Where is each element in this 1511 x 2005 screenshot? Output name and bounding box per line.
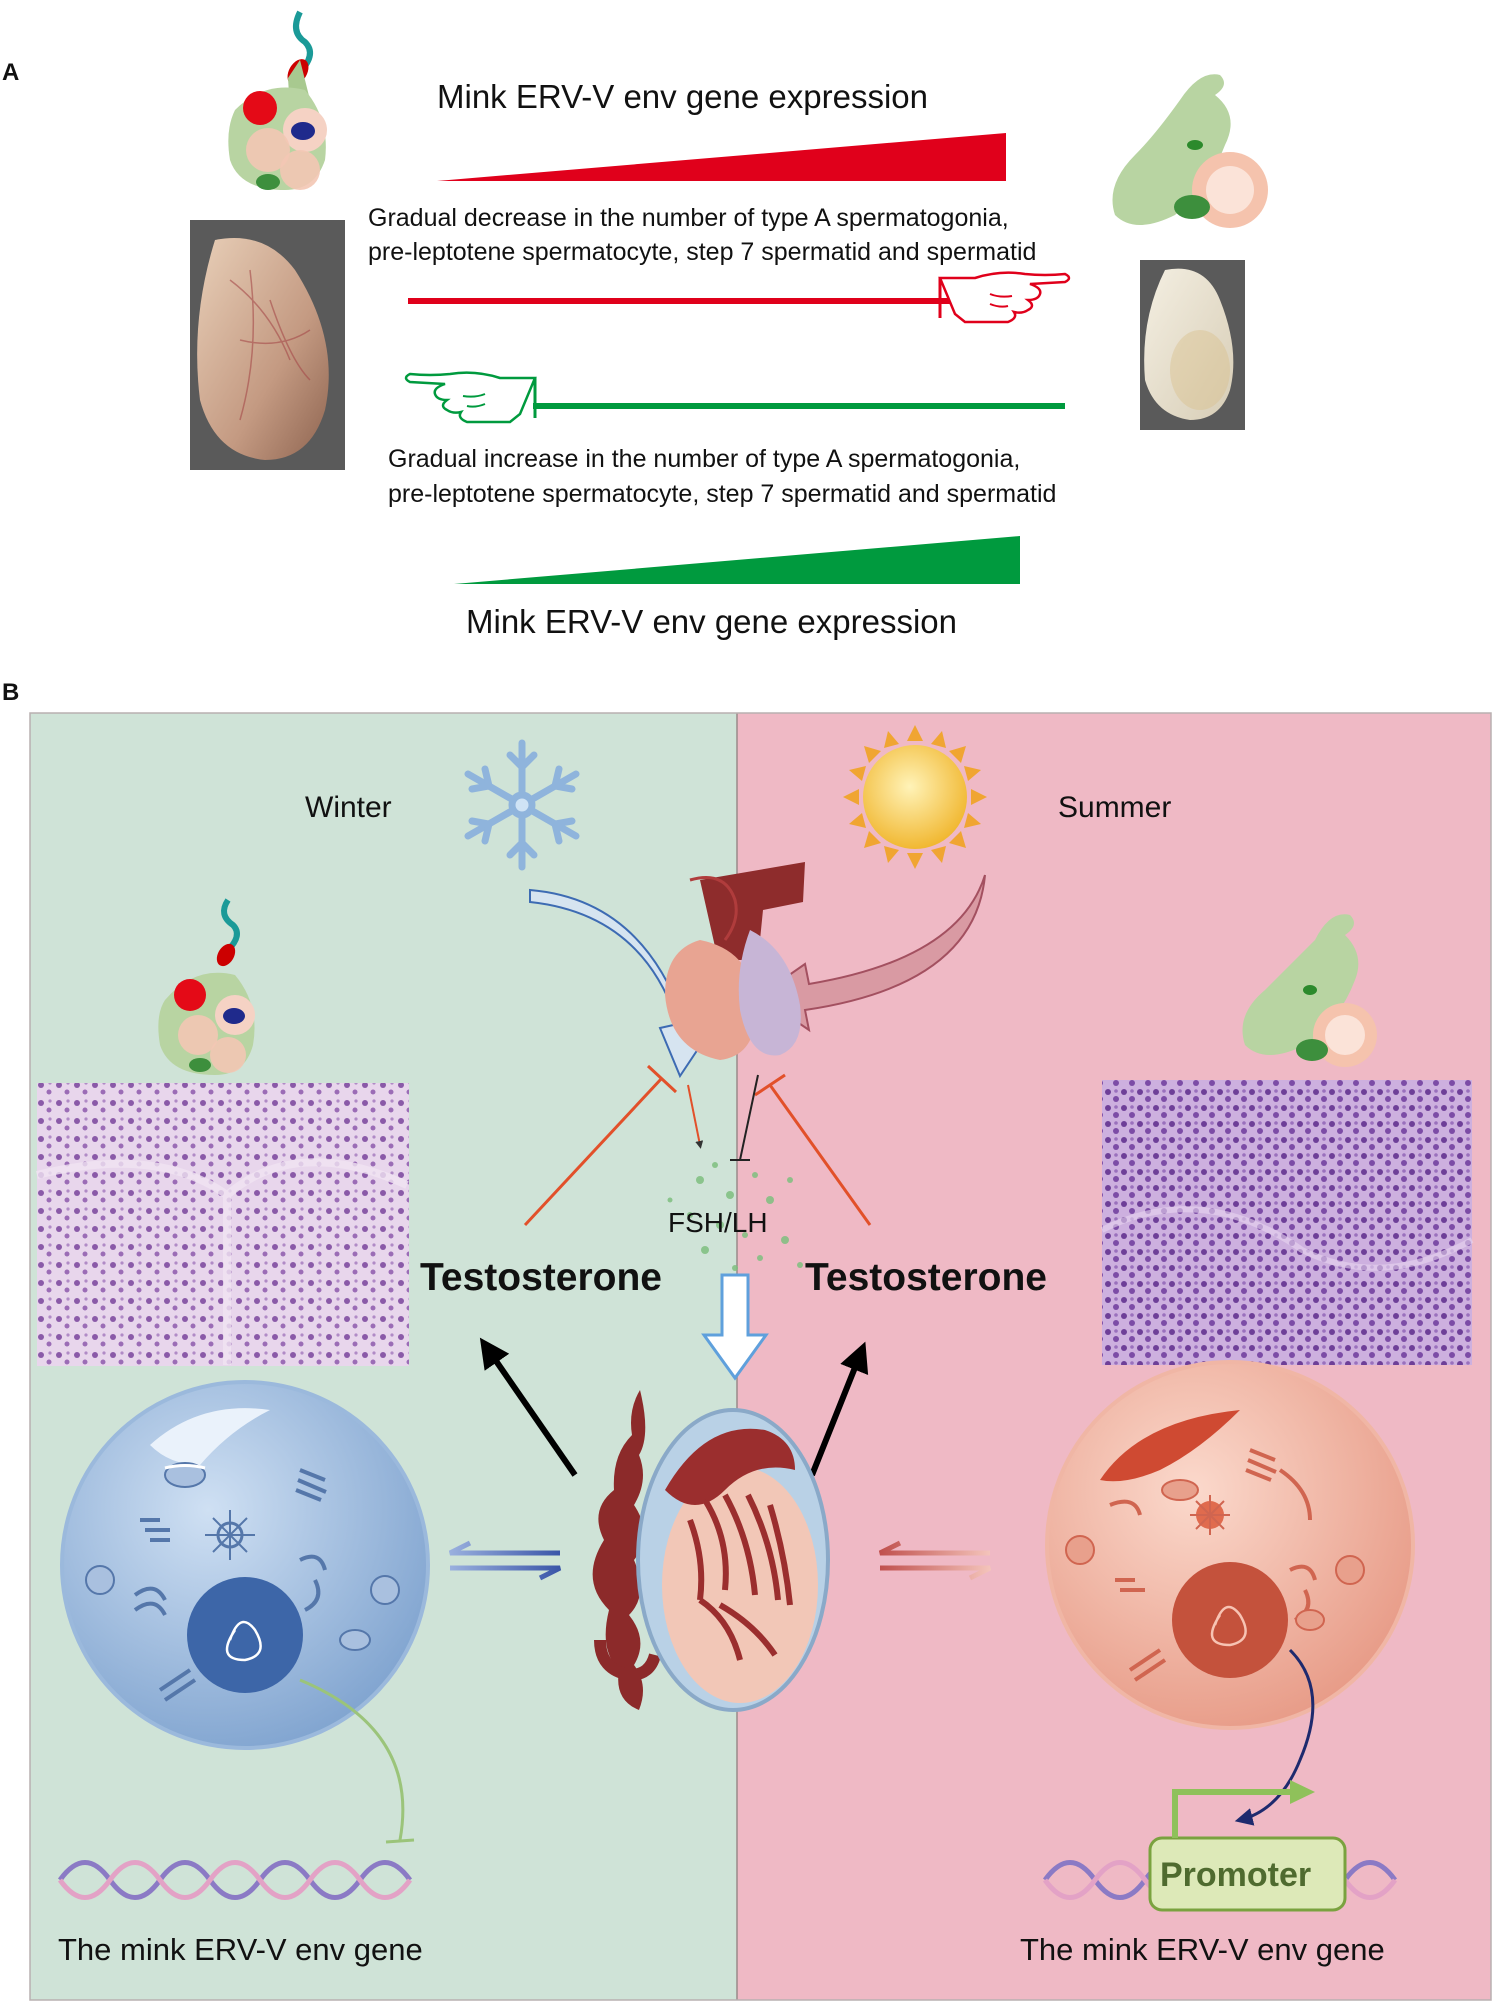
decrease-text-line1: Gradual decrease in the number of type A… — [368, 204, 1009, 232]
red-trend-line — [408, 298, 953, 304]
testis-photo-summer — [1140, 260, 1245, 430]
pituitary-icon — [665, 862, 805, 1060]
testosterone-arrow-right — [809, 1341, 869, 1477]
germ-cell-summer-icon — [1112, 74, 1268, 228]
hormone-down-arrow — [701, 1273, 769, 1381]
inhibition-lines — [523, 1064, 872, 1227]
winter-input-arrow — [529, 888, 711, 1079]
gene-label-summer: The mink ERV-V env gene — [1020, 1932, 1385, 1967]
sun-icon — [843, 725, 987, 869]
summer-activation-curve — [1234, 1648, 1315, 1826]
hormone-particles — [667, 1162, 803, 1271]
winter-inhibition-curve — [299, 1678, 405, 1841]
panel-b-label: B — [2, 679, 19, 706]
testis-icon — [592, 1390, 830, 1712]
promoter-box — [1148, 1836, 1347, 1912]
winter-label: Winter — [305, 791, 392, 824]
cell-summer-icon — [1045, 1360, 1415, 1730]
bottom-expression-heading: Mink ERV-V env gene expression — [466, 603, 957, 640]
increase-text-line2: pre-leptotene spermatocyte, step 7 sperm… — [388, 480, 1056, 508]
dna-helix-icon-winter — [57, 1860, 413, 1900]
cell-winter-icon — [60, 1380, 430, 1750]
winter-equilibrium-arrows — [448, 1540, 562, 1581]
hand-pointing-right-icon — [938, 271, 1071, 324]
panel-b: B Winter Summer — [2, 679, 1492, 2001]
lh-inhibition — [730, 1074, 759, 1161]
summer-equilibrium-arrows — [878, 1540, 992, 1581]
fsh-release-arrow — [687, 1084, 704, 1149]
panel-a: A Mink ERV-V env gene expression Gradual… — [2, 10, 1268, 640]
top-expression-heading: Mink ERV-V env gene expression — [437, 78, 928, 115]
hormone-label: FSH/LH — [668, 1207, 768, 1238]
germ-cell-summer-b-icon — [1242, 914, 1377, 1067]
expression-increase-wedge-green — [454, 536, 1020, 584]
promoter-label: Promoter — [1160, 1856, 1311, 1894]
panel-a-label: A — [2, 59, 19, 86]
summer-label: Summer — [1058, 791, 1171, 824]
snowflake-icon — [464, 739, 580, 871]
germ-cell-cluster-winter-icon — [158, 898, 255, 1075]
expression-increase-wedge-red — [437, 133, 1006, 181]
testosterone-label-left: Testosterone — [420, 1256, 662, 1299]
increase-text-line1: Gradual increase in the number of type A… — [388, 445, 1020, 473]
histology-summer — [1102, 1080, 1472, 1365]
hand-pointing-left-icon — [404, 371, 537, 424]
decrease-text-line2: pre-leptotene spermatocyte, step 7 sperm… — [368, 238, 1036, 266]
testosterone-label-right: Testosterone — [805, 1256, 1047, 1299]
testis-photo-winter — [190, 220, 345, 470]
germ-cell-cluster-icon — [228, 10, 327, 190]
green-trend-line — [533, 403, 1065, 409]
testosterone-arrow-left — [479, 1337, 578, 1477]
gene-label-winter: The mink ERV-V env gene — [58, 1932, 423, 1967]
